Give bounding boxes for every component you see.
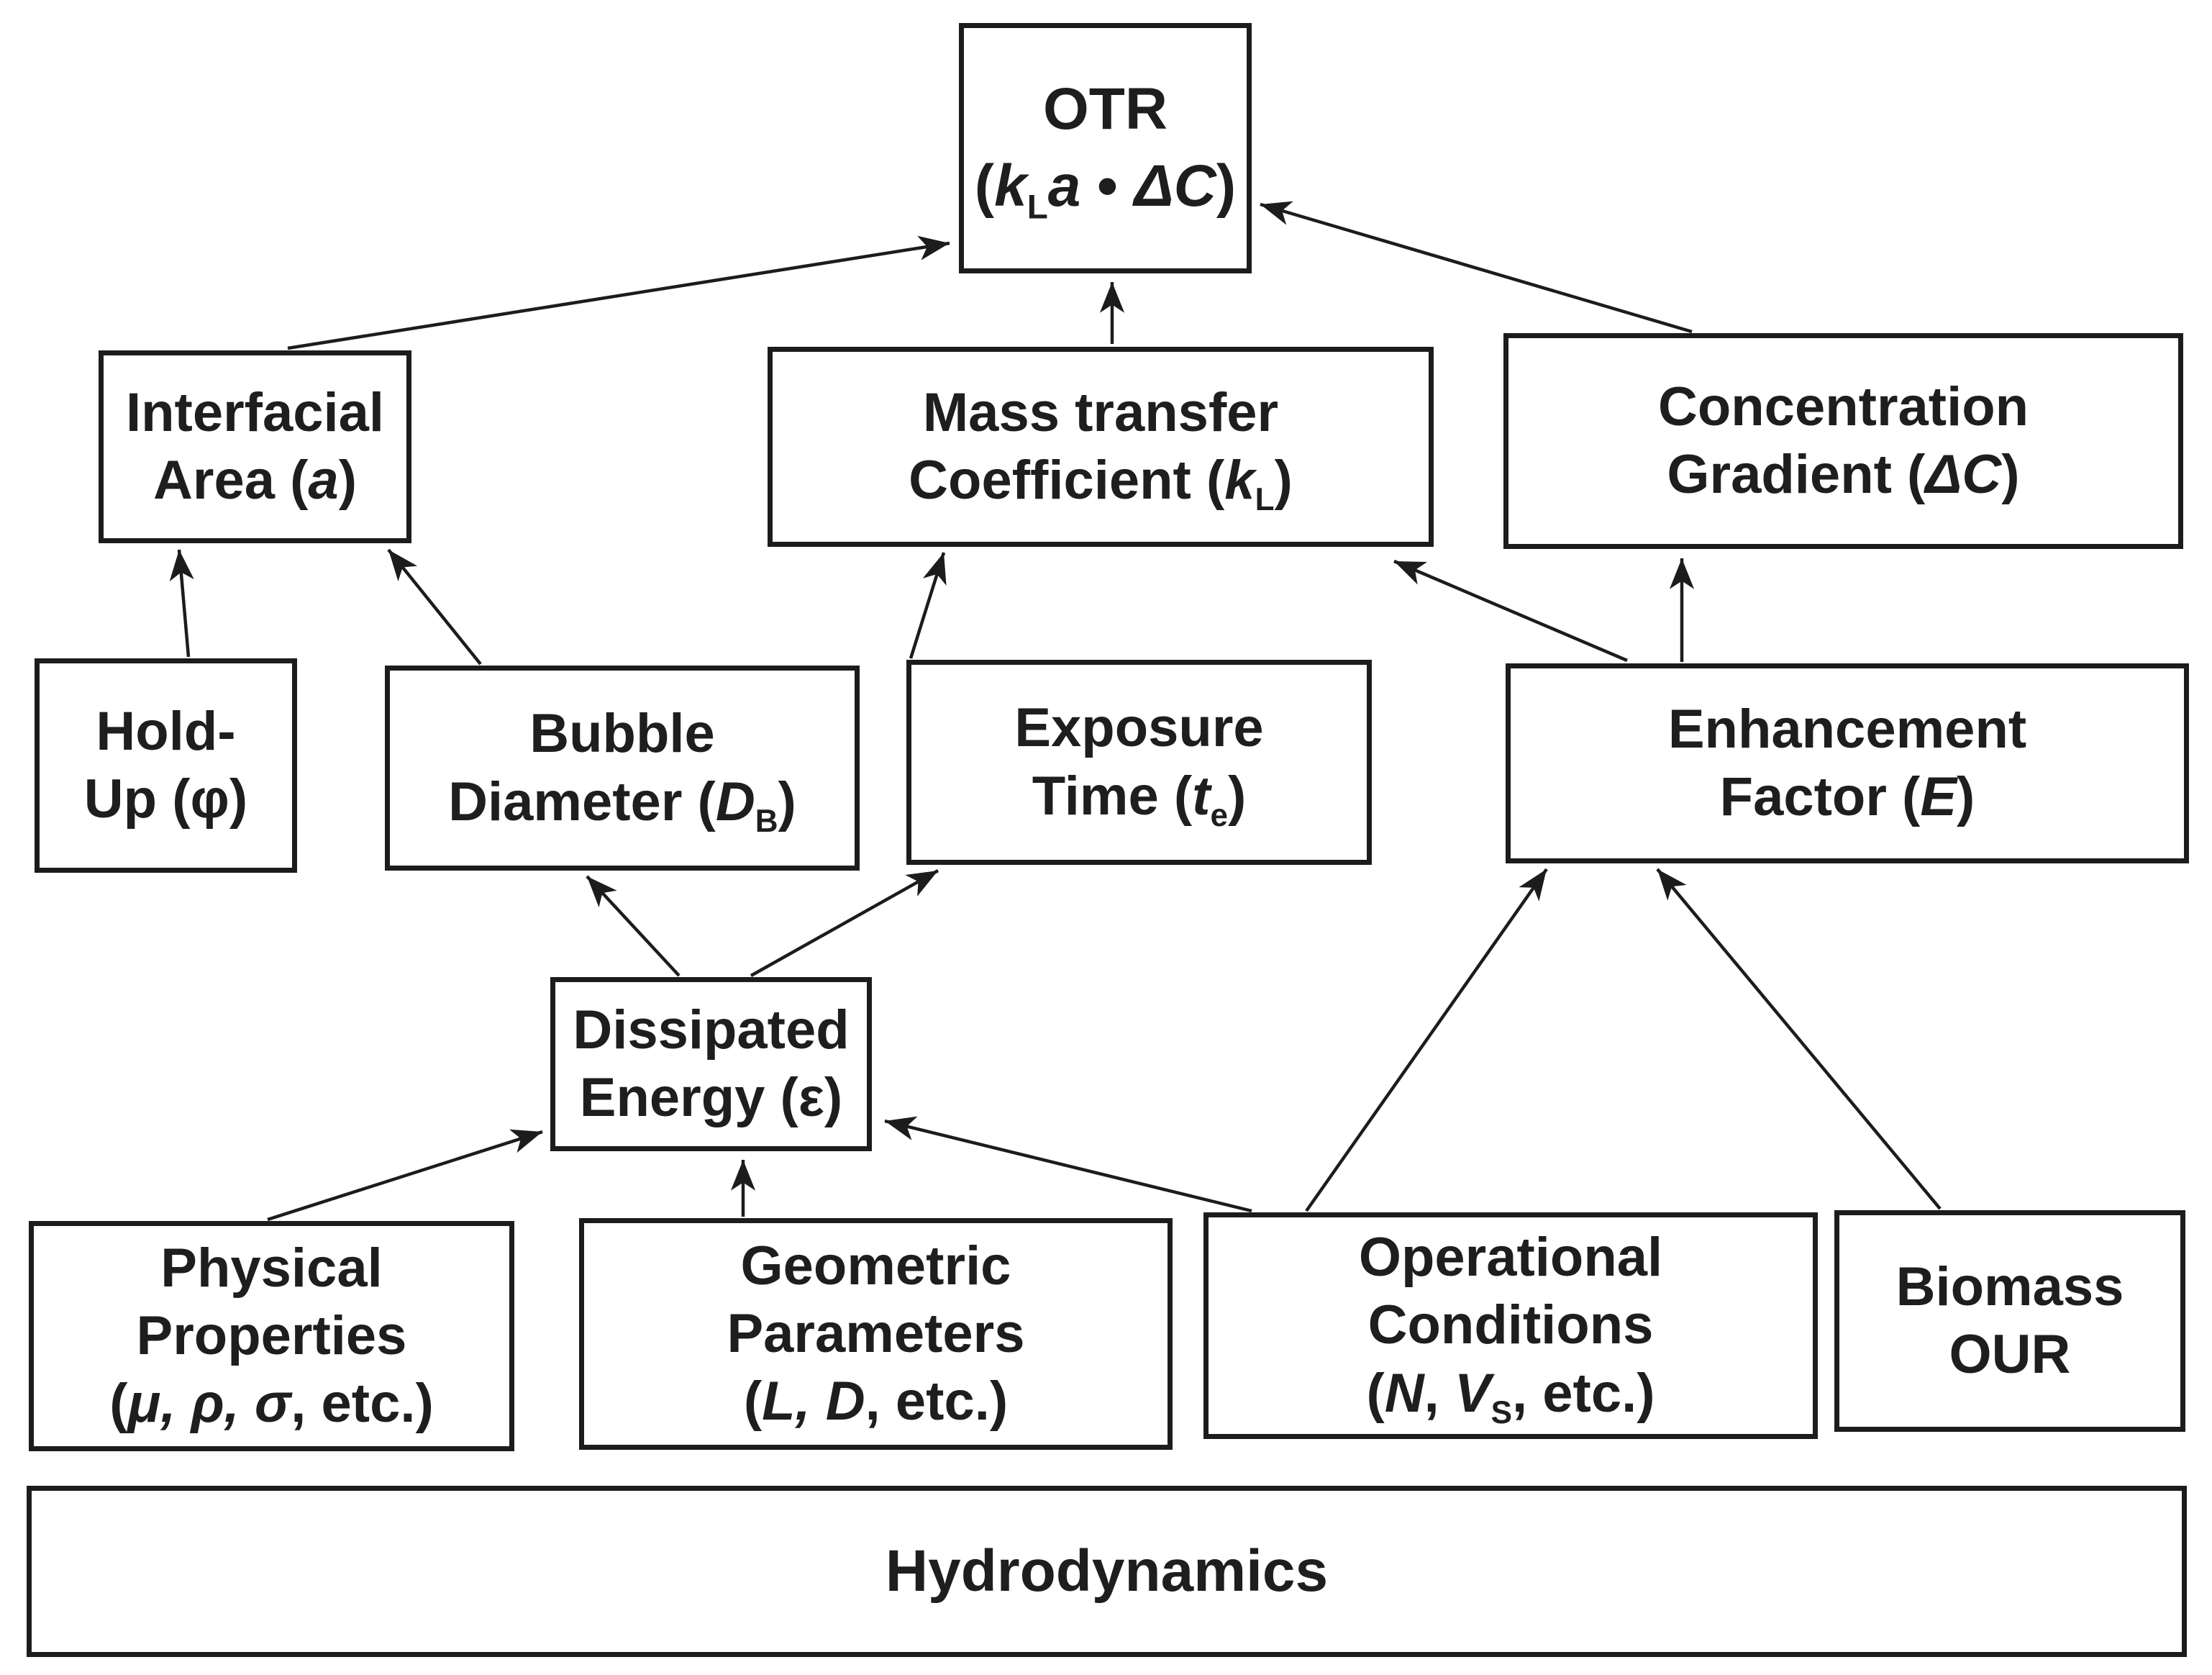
arrow-exposure-to-masstransfer [909,552,947,659]
node-label-line: Dissipated [573,999,850,1061]
node-label-line: Up (φ) [83,768,248,830]
arrow-interfacial-to-otr [287,235,950,350]
node-label-line: Parameters [727,1302,1025,1364]
node-label-line: Mass transfer [922,381,1279,443]
node-label-line: Time (te) [1032,765,1247,833]
node-label-line: Concentration [1657,376,2029,437]
node-label-line: Hydrodynamics [885,1538,1329,1604]
node-label-line: Conditions [1367,1294,1654,1356]
arrow-holdup-to-interfacial [169,549,194,658]
node-label-line: Bubble [529,703,715,765]
node-label-line: (μ, ρ, σ, etc.) [109,1373,434,1435]
node-label-line: Coefficient (kL) [909,450,1293,518]
node-label-line: Enhancement [1667,698,2027,760]
node-hold-up: Hold-Up (φ) [35,658,297,873]
arrow-operational-to-enhancement [1305,868,1548,1212]
arrow-bubble-to-interfacial [387,548,482,666]
node-label-line: Hold- [96,700,236,762]
node-hydrodynamics: Hydrodynamics [27,1486,2187,1657]
node-label-line: Exposure [1014,697,1264,759]
arrow-dissipated-to-exposure [750,869,939,977]
node-label-line: (L, D, etc.) [743,1371,1009,1433]
node-otr: OTR (kLa • ΔC) [959,23,1252,273]
arrow-physical-to-dissipated [267,1129,543,1222]
node-label-line: OTR [1042,76,1168,142]
node-label-line: Operational [1358,1227,1663,1289]
node-label-line: OUR [1949,1324,2071,1385]
node-label-line: Properties [136,1304,407,1366]
node-label-line: Energy (ε) [579,1067,843,1128]
node-label-line: Biomass [1895,1256,2124,1317]
node-label-line: Factor (E) [1719,766,1975,827]
node-label-line: Interfacial [125,381,385,443]
node-label-line: (N, VS, etc.) [1366,1362,1655,1430]
arrow-operational-to-dissipated [884,1116,1252,1213]
node-label-line: Gradient (ΔC) [1667,444,2020,505]
arrow-biomass-to-enhancement [1656,868,1942,1210]
node-label-line: Geometric [740,1235,1011,1297]
node-label-line: Area (a) [153,450,357,511]
node-label-line: Physical [160,1237,383,1299]
node-label-line: Diameter (DB) [448,771,796,839]
arrow-concentration-to-otr [1260,201,1693,334]
arrow-dissipated-to-bubble [586,875,681,977]
arrow-enhancement-to-masstransfer [1393,559,1628,663]
node-label-line: (kLa • ΔC) [974,153,1237,227]
